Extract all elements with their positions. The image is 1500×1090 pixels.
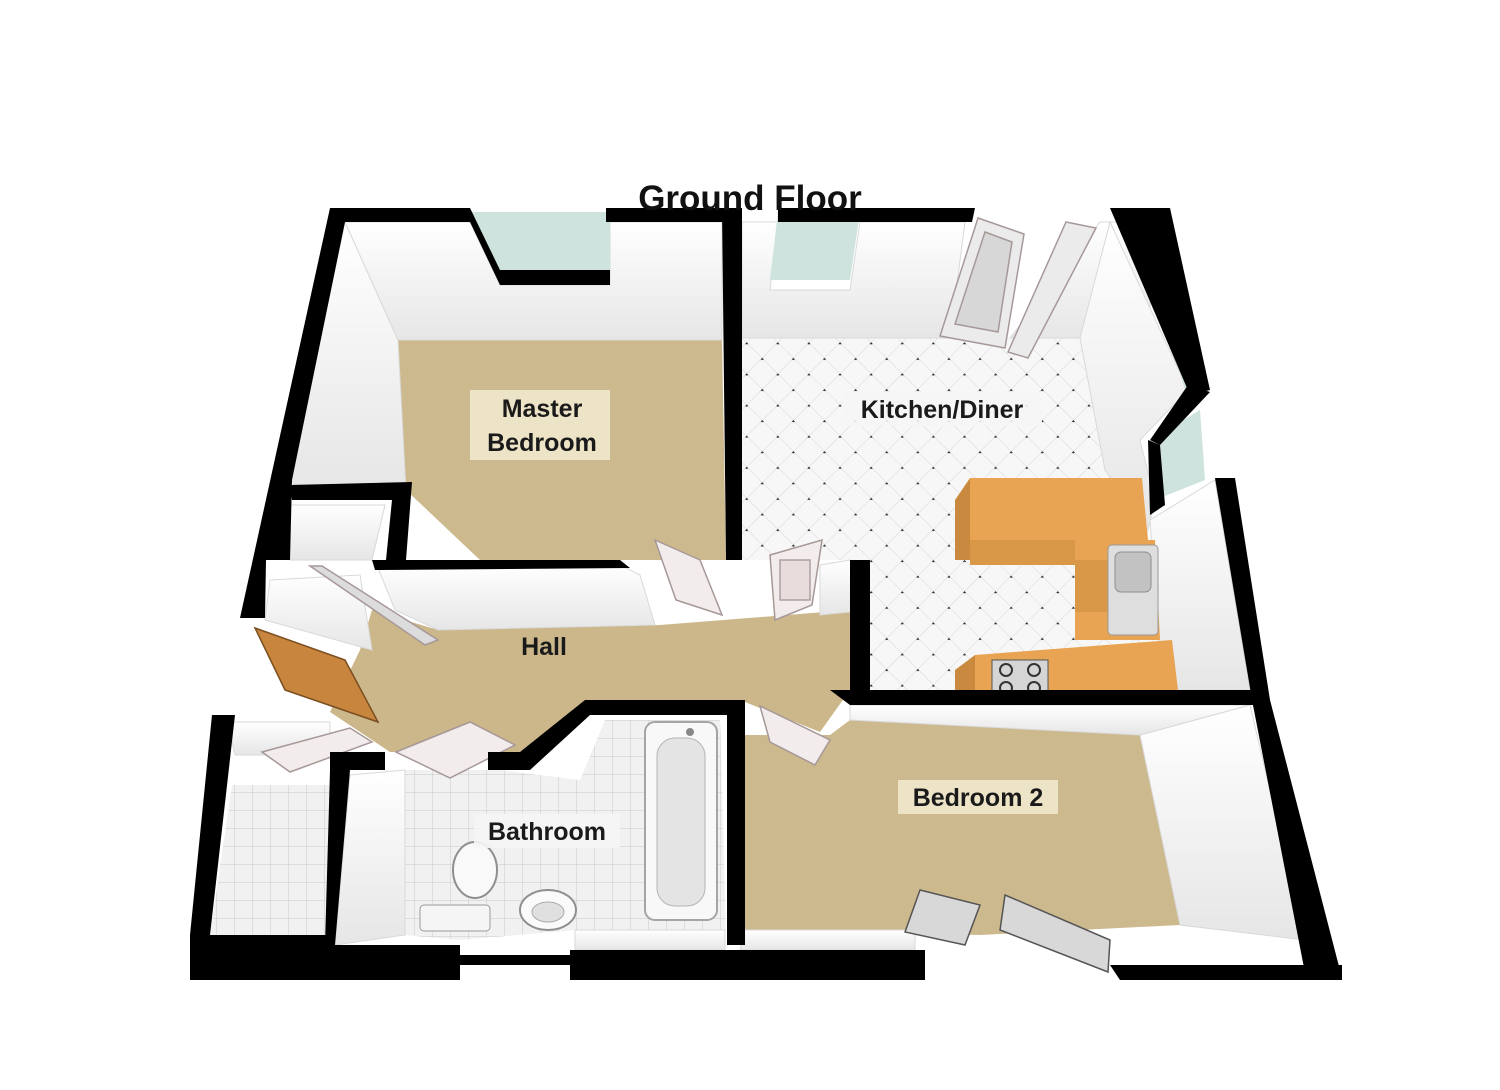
patio-door-right [1006,221,1098,359]
toilet [452,841,498,899]
cupboard-door [260,727,374,773]
cupboard-floor [210,785,330,935]
master-bedroom-label-line1: Master [502,395,583,423]
bedroom2-door [758,704,832,766]
master-bedroom-label-line2: Bedroom [487,429,597,457]
bedroom2-window-left [904,889,981,946]
kitchen-label: Kitchen/Diner [861,396,1024,424]
floor-title: Ground Floor [638,179,862,218]
labels: Ground Floor Master Bedroom Kitchen/Dine… [470,179,1058,848]
hall-label: Hall [521,633,567,661]
doors [253,217,1111,974]
bedroom2-window-right [999,893,1111,974]
master-bedroom-door [653,538,724,617]
bedroom2-floor [745,720,1180,935]
bathroom-label: Bathroom [488,818,606,846]
wall-faces [227,220,1306,951]
walls [190,208,1342,980]
hall-floor [330,610,850,752]
bathroom-fixtures [419,721,718,932]
kitchen-units [955,478,1178,697]
bedroom2-label: Bedroom 2 [913,784,1044,812]
bathroom-door [394,721,517,779]
front-door [253,626,380,724]
worktop-upper [970,478,1148,540]
